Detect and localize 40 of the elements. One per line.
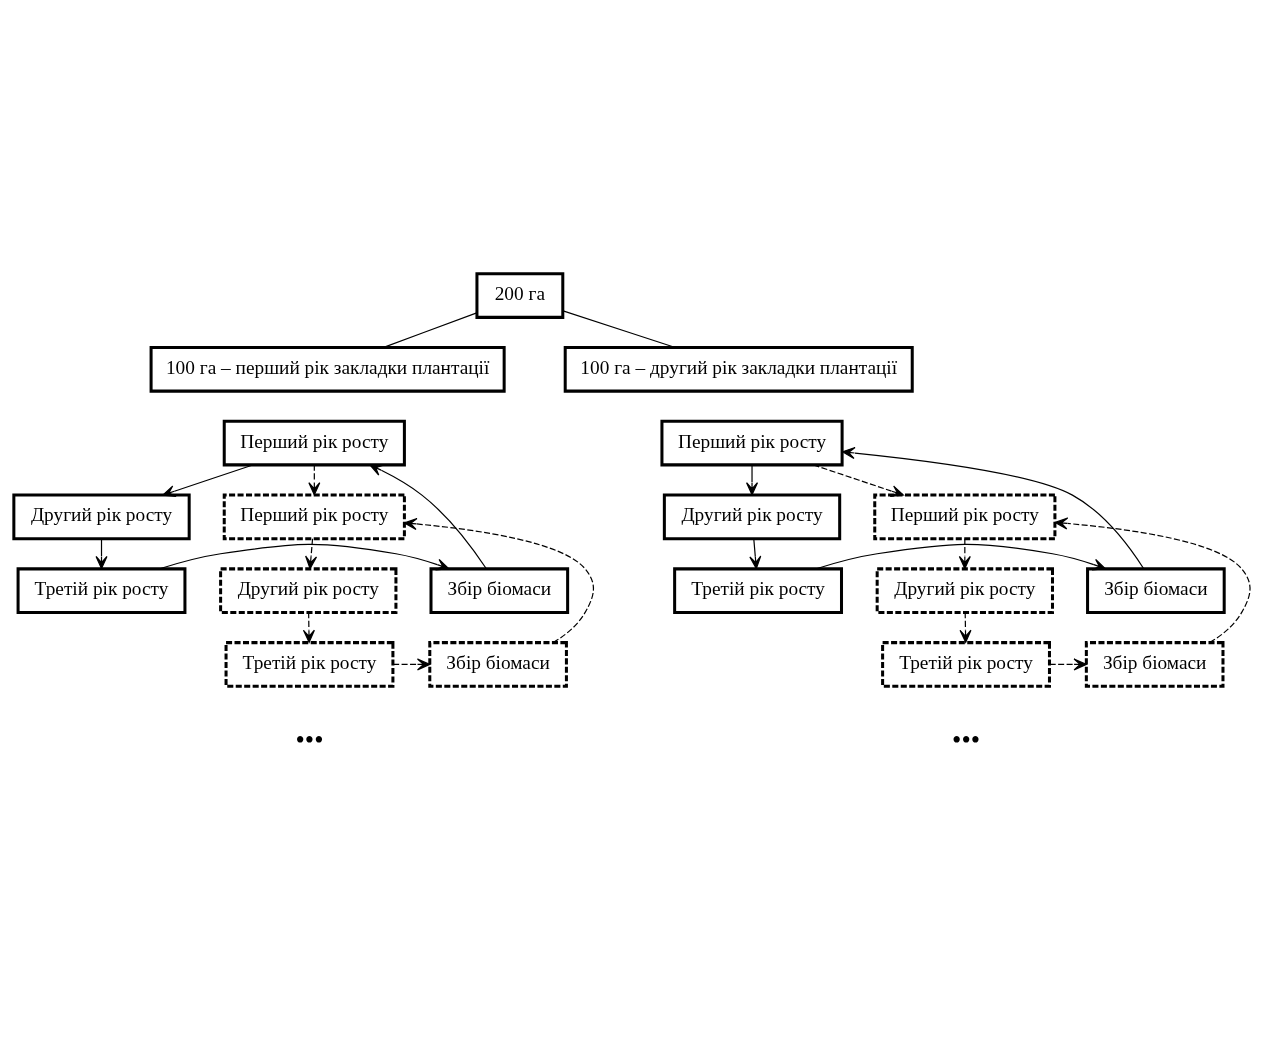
- node-box: 100 га – другий рік закладки плантації: [563, 346, 914, 393]
- arrow: [369, 464, 487, 570]
- node-box: Збір біомаси: [1086, 567, 1226, 614]
- arrow: [1054, 517, 1251, 644]
- node-box: Другий рік росту: [219, 567, 398, 614]
- node-box: Третій рік росту: [16, 567, 187, 614]
- arrow: [403, 517, 594, 644]
- arrow: [745, 464, 759, 496]
- arrow: [959, 611, 972, 643]
- node-box: Перший рік росту: [222, 419, 406, 467]
- node-box: Перший рік росту: [222, 493, 406, 541]
- node-box: Другий рік росту: [662, 493, 842, 541]
- connector: [562, 310, 676, 349]
- node-box: Збір біомаси: [1084, 641, 1225, 688]
- label: •••: [295, 724, 324, 755]
- arrow: [815, 543, 1106, 571]
- connector: [382, 312, 478, 349]
- node-box: Третій рік росту: [881, 641, 1051, 688]
- node-box: 100 га – перший рік закладки плантації: [149, 346, 506, 393]
- arrow: [749, 538, 762, 570]
- arrow: [159, 543, 450, 571]
- node-box: Другий рік росту: [12, 493, 191, 541]
- node-box: Другий рік росту: [875, 567, 1054, 614]
- node-box: Збір біомаси: [429, 567, 570, 614]
- arrow: [958, 538, 971, 570]
- arrow: [302, 611, 315, 643]
- node-box: Перший рік росту: [660, 419, 844, 467]
- node-box: Перший рік росту: [873, 493, 1057, 541]
- node-box: Третій рік росту: [224, 641, 395, 688]
- node-box: Третій рік росту: [673, 567, 843, 614]
- label: •••: [952, 724, 981, 755]
- arrow: [162, 464, 254, 497]
- arrow: [305, 538, 318, 570]
- node-box: 200 га: [475, 272, 565, 319]
- arrow: [1049, 658, 1087, 671]
- arrow: [308, 464, 321, 496]
- arrow: [392, 658, 431, 671]
- node-box: Збір біомаси: [428, 641, 568, 688]
- arrow: [841, 447, 1145, 570]
- arrow: [812, 464, 905, 497]
